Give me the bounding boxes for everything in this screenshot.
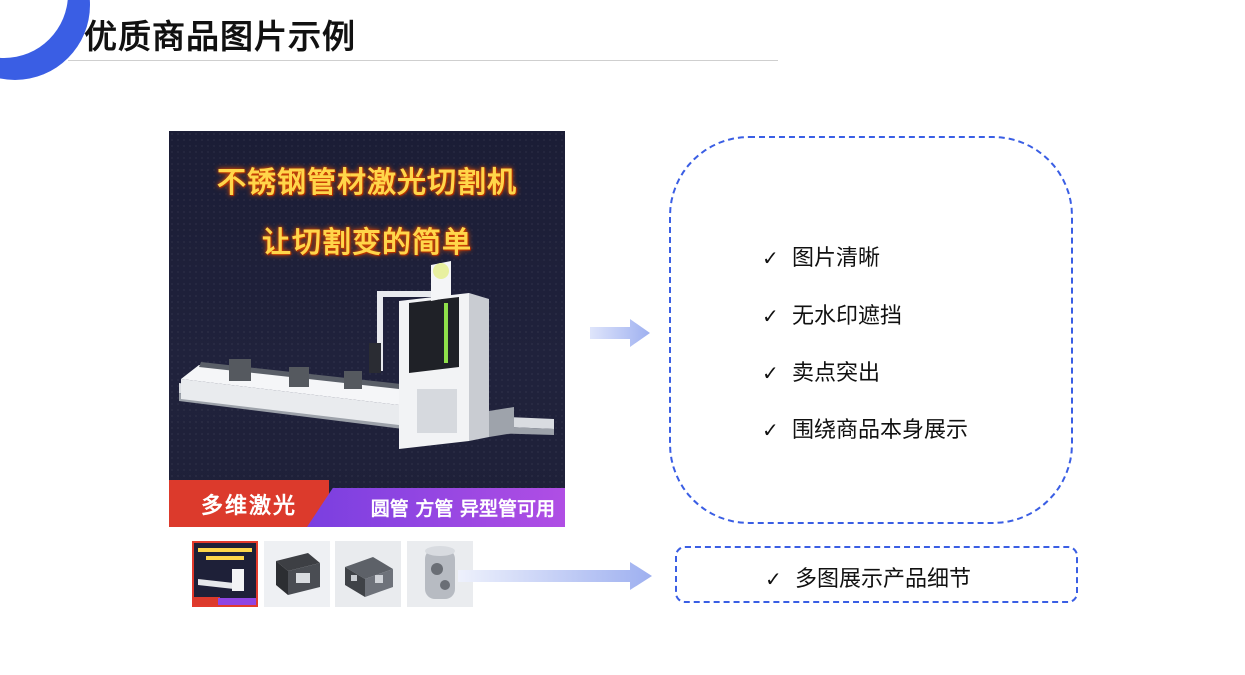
point-item-no-watermark: ✓ 无水印遮挡 [762, 298, 902, 330]
detail-note-panel [675, 546, 1078, 603]
point-label: 卖点突出 [792, 361, 881, 386]
point-label: 无水印遮挡 [792, 304, 903, 329]
thumb-machine-icon [194, 543, 256, 605]
check-icon: ✓ [762, 246, 779, 270]
check-icon: ✓ [762, 361, 779, 385]
detail-note-label: 多图展示产品细节 [795, 567, 972, 592]
laser-cutter-illustration [179, 261, 554, 449]
arrow-right-icon [590, 319, 650, 347]
point-item-product-focus: ✓ 围绕商品本身展示 [762, 412, 968, 444]
product-subheadline: 让切割变的简单 [261, 225, 472, 259]
check-icon: ✓ [765, 567, 782, 591]
check-icon: ✓ [762, 418, 779, 442]
band-tube-types: 圆管 方管 异型管可用 [307, 488, 565, 527]
point-item-clear-image: ✓ 图片清晰 [762, 240, 880, 272]
corner-decoration [0, 0, 90, 80]
check-icon: ✓ [762, 304, 779, 328]
thumbnail-frame-part[interactable] [264, 541, 330, 607]
point-label: 围绕商品本身展示 [792, 418, 969, 443]
point-item-selling-point: ✓ 卖点突出 [762, 355, 880, 387]
quality-points-panel [669, 136, 1073, 524]
thumb-square-tube-icon [335, 541, 401, 607]
main-product-image: 不锈钢管材激光切割机 让切割变的简单 多维激光 圆管 方管 异型管可用 [169, 131, 565, 527]
thumb-frame-icon [264, 541, 330, 607]
band-multidim-laser: 多维激光 [169, 480, 329, 527]
point-label: 图片清晰 [792, 246, 881, 271]
product-headline: 不锈钢管材激光切割机 [216, 165, 517, 199]
thumbnail-square-tube-part[interactable] [335, 541, 401, 607]
detail-note: ✓ 多图展示产品细节 [765, 561, 971, 593]
thumbnail-machine[interactable] [192, 541, 258, 607]
arrow-right-long-icon [458, 562, 652, 590]
page-title: 优质商品图片示例 [84, 17, 356, 56]
title-divider [68, 60, 778, 61]
